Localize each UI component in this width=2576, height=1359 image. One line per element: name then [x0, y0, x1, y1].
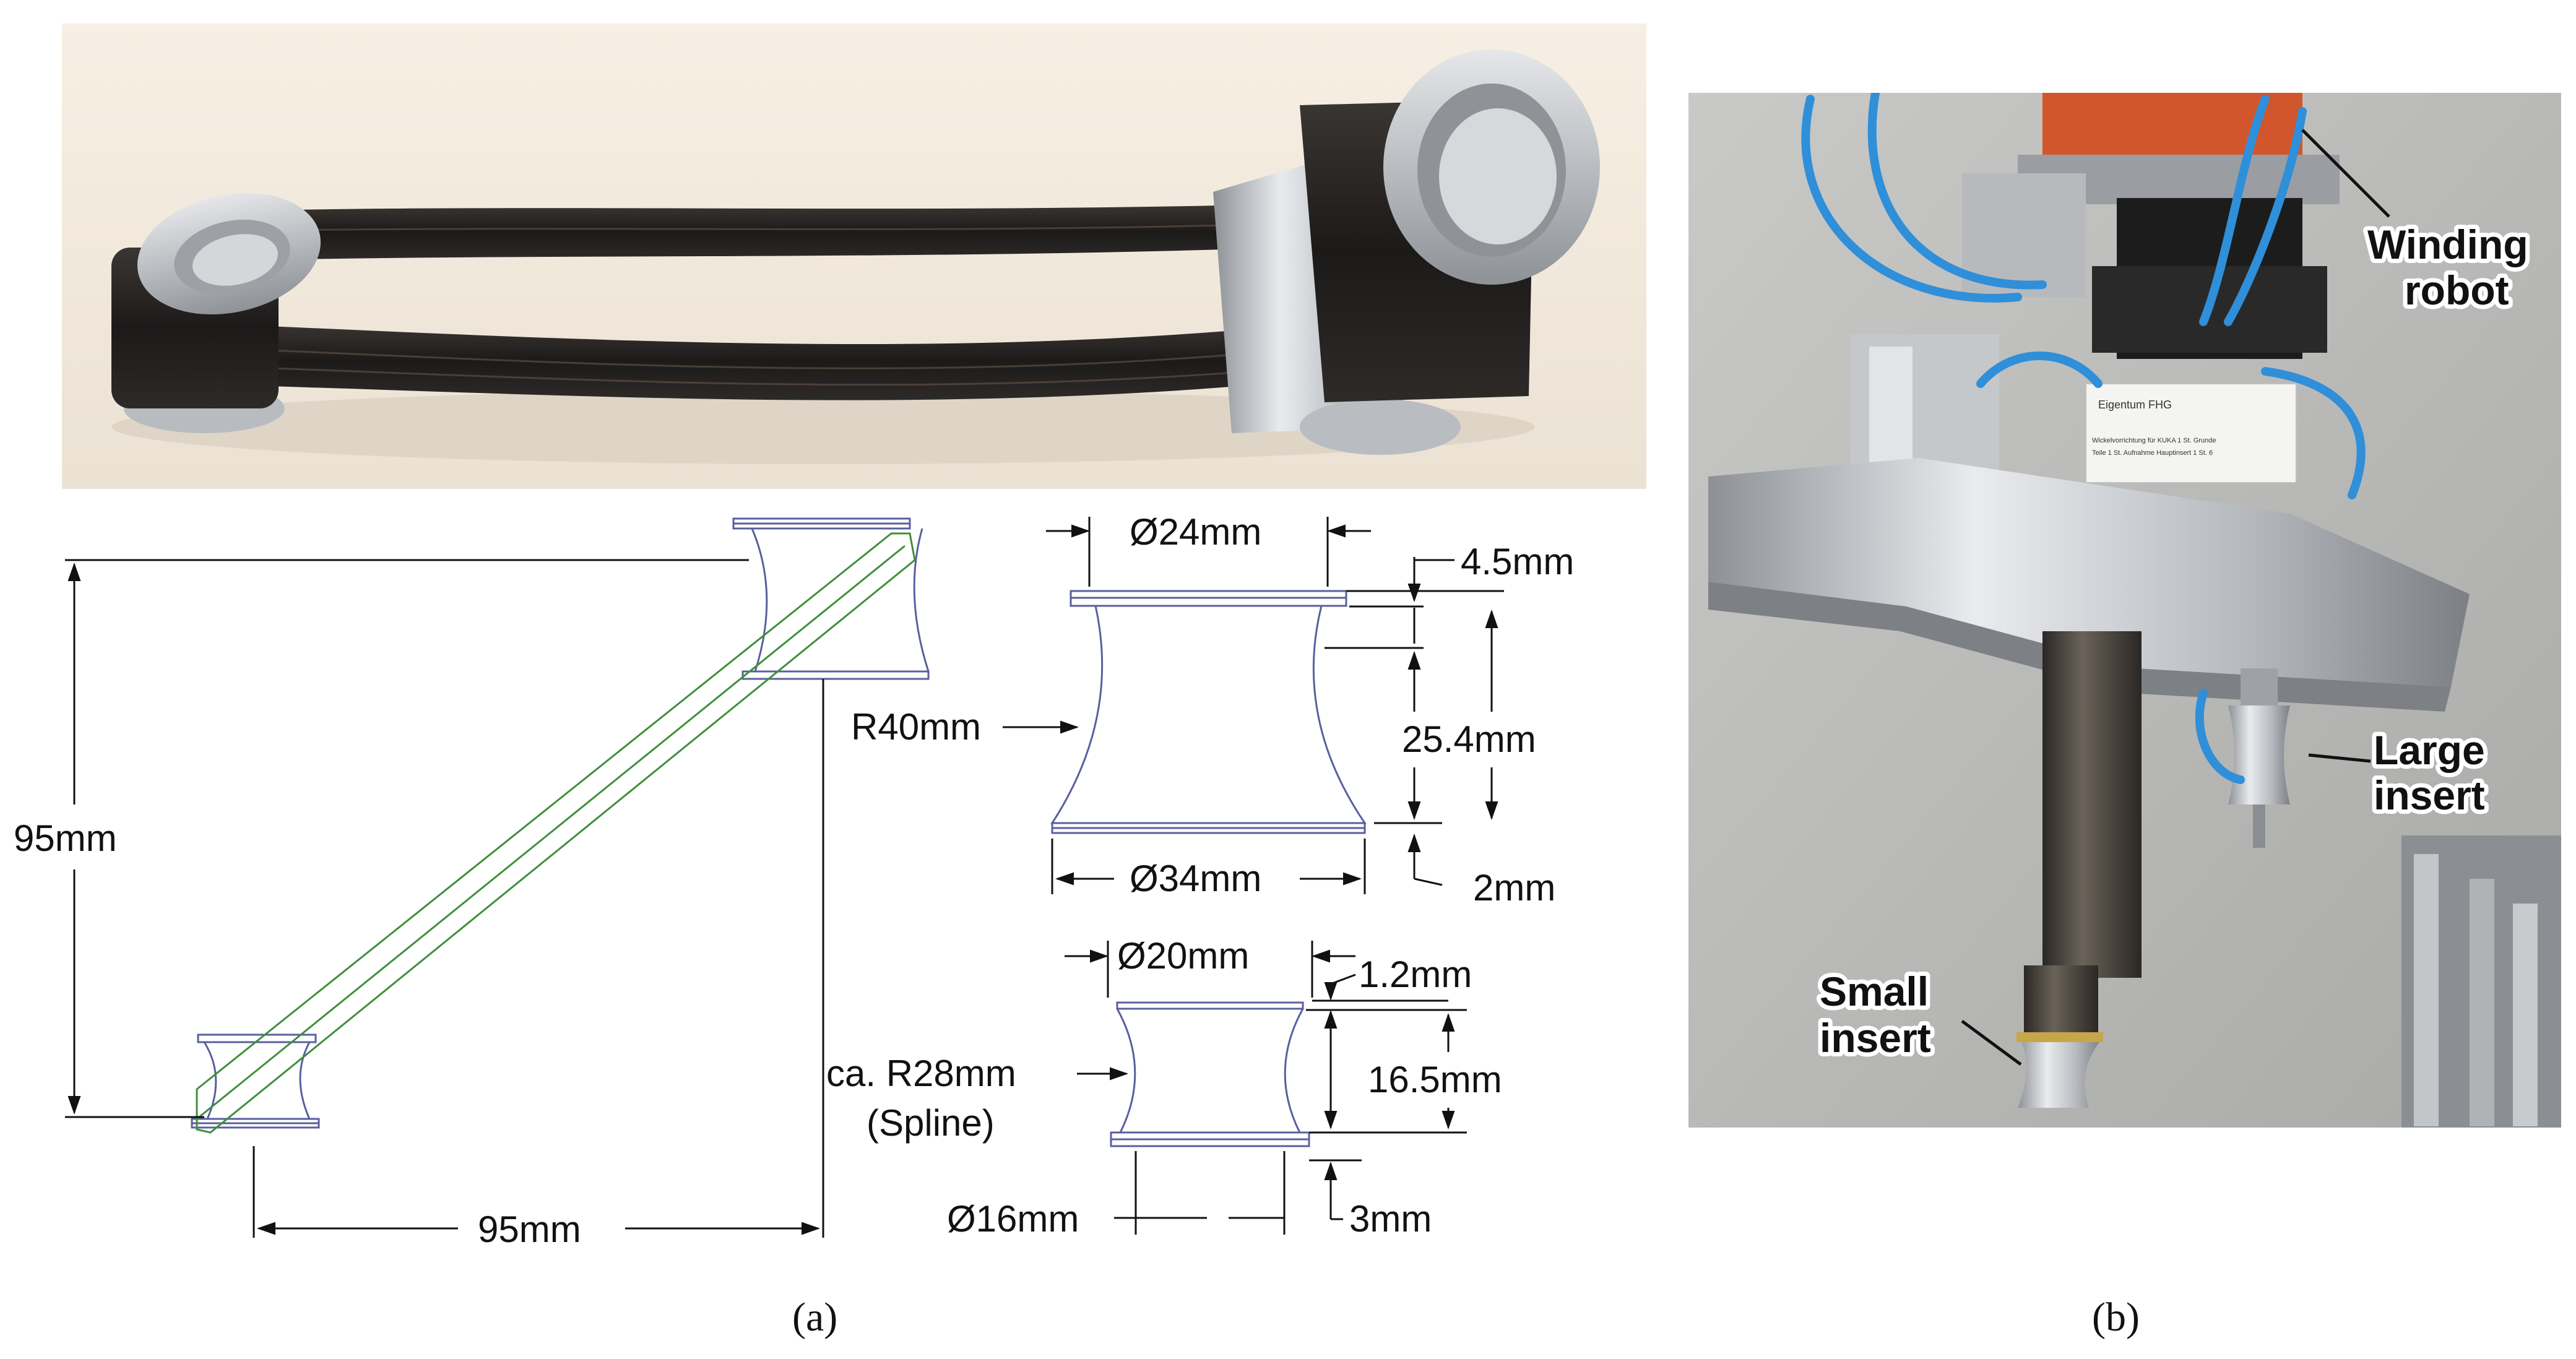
small-insert-detail: Ø20mm 1.2mm ca. R28mm (Spline) 16.5mm Ø1… — [826, 935, 1560, 1240]
small-radius-label-line2: (Spline) — [867, 1102, 995, 1144]
winding-robot-label-line1: Winding — [2367, 222, 2528, 267]
small-top-diameter-label: Ø20mm — [1117, 935, 1249, 977]
large-insert-detail: Ø24mm 4.5mm R40mm 25.4mm Ø34mm 2mm — [851, 511, 1609, 908]
sticker-line2: Wickelvorrichtung für KUKA 1 St. Grunde — [2092, 437, 2216, 444]
large-insert-label-line1: Large — [2374, 727, 2485, 773]
winding-robot-leader — [2301, 129, 2390, 218]
small-base-thickness-label: 3mm — [1349, 1198, 1432, 1240]
large-radius-label: R40mm — [851, 706, 981, 748]
drawing-lower-insert — [191, 1033, 320, 1129]
small-insert-label-line1: Small — [1820, 969, 1929, 1014]
assembly-labels: 95mm 95mm — [0, 805, 625, 1256]
sticker-line3: Teile 1 St. Aufnahme Hauptinsert 1 St. 6 — [2092, 449, 2213, 457]
large-insert-label-line2: insert — [2374, 772, 2485, 818]
photo-small-insert — [111, 192, 321, 433]
assembly-dimensions — [65, 559, 824, 1238]
panel-b-callouts: Winding robot Large insert Small insert — [1815, 129, 2533, 1066]
large-base-thickness-label: 2mm — [1473, 867, 1555, 908]
drawing-roving — [196, 532, 916, 1134]
assembly-drawing — [191, 517, 930, 1134]
panel-b-caption: (b) — [2092, 1295, 2140, 1340]
small-insert-leader — [1961, 1019, 2022, 1066]
small-height-label: 16.5mm — [1368, 1059, 1502, 1100]
winding-robot-label-line2: robot — [2405, 267, 2509, 313]
fiber-strand-upper — [260, 204, 1281, 260]
panel-b-photo: Eigentum FHG Wickelvorrichtung für KUKA … — [1688, 93, 2561, 1128]
assembly-width-label: 95mm — [478, 1209, 581, 1250]
fiber-strand-lower — [161, 322, 1331, 400]
panel-a-caption: (a) — [792, 1295, 837, 1340]
large-bottom-diameter-label: Ø34mm — [1130, 858, 1261, 899]
photo-large-insert — [1213, 50, 1600, 455]
large-flange-thickness-label: 4.5mm — [1461, 541, 1574, 582]
large-top-diameter-label: Ø24mm — [1130, 511, 1261, 553]
drawing-upper-insert — [732, 517, 930, 680]
assembly-height-label: 95mm — [14, 818, 117, 859]
small-bottom-diameter-label: Ø16mm — [947, 1198, 1079, 1240]
small-flange-thickness-label: 1.2mm — [1359, 954, 1472, 995]
large-height-label: 25.4mm — [1402, 718, 1536, 760]
small-radius-label-line1: ca. R28mm — [826, 1053, 1016, 1094]
small-insert-label-line2: insert — [1820, 1015, 1931, 1061]
sticker-line1: Eigentum FHG — [2098, 399, 2172, 411]
panel-a-photo — [62, 24, 1646, 489]
large-insert-leader — [2308, 753, 2371, 763]
